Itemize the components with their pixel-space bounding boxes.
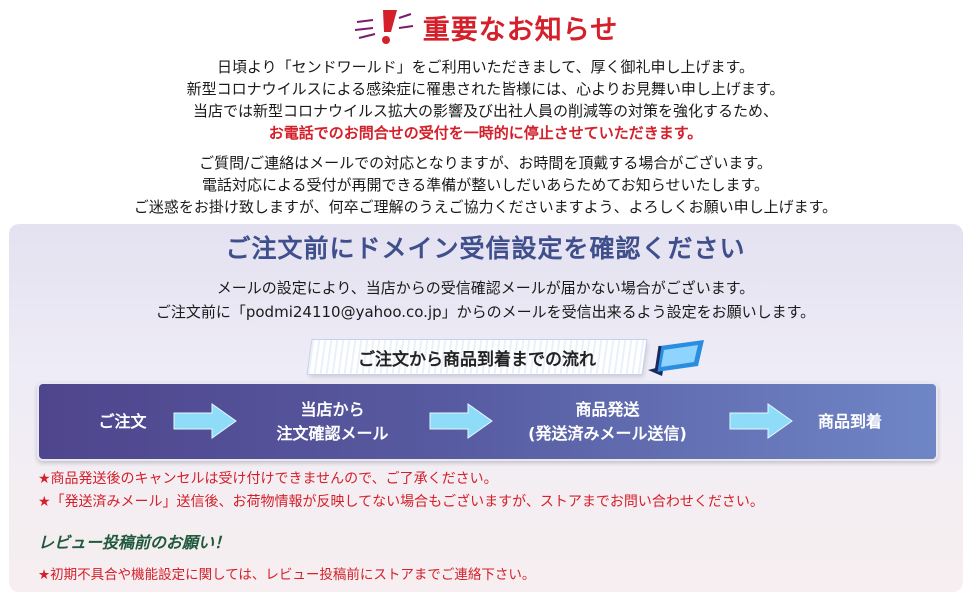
notice-line: 新型コロナウイルスによる感染症に罹患された皆様には、心よりお見舞い申し上げます。 (186, 80, 785, 98)
notice-paragraph-2: ご質問/ご連絡はメールでの対応となりますが、お時間を頂戴する場合がございます。 … (0, 152, 971, 218)
exclamation-icon (354, 10, 413, 44)
flow-step-label: 商品発送 (575, 399, 640, 419)
notice-line: ご迷惑をお掛け致しますが、何卒ご理解のうえご協力くださいますよう、よろしくお願い… (133, 198, 838, 216)
review-heading: レビュー投稿前のお願い！ (38, 533, 231, 552)
notice-line: 当店では新型コロナウイルス拡大の影響及び出社人員の削減等の対策を強化するため、 (192, 102, 778, 120)
page-title: 重要なお知らせ (422, 14, 619, 46)
domain-panel-line: メールの設定により、当店からの受信確認メールが届かない場合がございます。 (216, 279, 755, 297)
right-arrow-icon (429, 403, 493, 439)
notice-line: ご質問/ご連絡はメールでの対応となりますが、お時間を頂戴する場合がございます。 (199, 154, 772, 172)
notice-header: 重要なお知らせ (0, 6, 971, 48)
flow-step-sublabel: (発送済みメール送信) (528, 423, 687, 443)
note-line: ★商品発送後のキャンセルは受け付けできませんので、ご了承ください。 (38, 471, 498, 487)
flow-label: ご注文から商品到着までの流れ (358, 349, 596, 370)
domain-panel-text: メールの設定により、当店からの受信確認メールが届かない場合がございます。 ご注文… (0, 276, 971, 324)
flow-step-shipping: 商品発送 (発送済みメール送信) (495, 382, 720, 461)
flow-step-label: ご注文 (98, 411, 147, 431)
domain-panel-title: ご注文前にドメイン受信設定を確認ください (225, 234, 746, 263)
right-arrow-icon (729, 403, 793, 439)
notice-line: 日頃より「センドワールド」をご利用いただきまして、厚く御礼申し上げます。 (216, 58, 754, 76)
flow-step-label: 当店から (300, 399, 365, 419)
notice-highlight-line: お電話でのお問合せの受付を一時的に停止させていただきます。 (268, 124, 703, 142)
flow-step-label: 商品到着 (817, 411, 882, 431)
notice-line: 電話対応による受付が再開できる準備が整いしだいあらためてお知らせいたします。 (201, 176, 769, 194)
flow-step-arrival: 商品到着 (790, 382, 910, 461)
shipping-notes: ★商品発送後のキャンセルは受け付けできませんので、ご了承ください。 ★「発送済み… (38, 468, 764, 514)
flow-step-confirmation: 当店から 注文確認メール (240, 382, 425, 461)
flow-step-sublabel: 注文確認メール (276, 423, 389, 443)
right-arrow-icon (173, 403, 237, 439)
note-line: ★「発送済みメール」送信後、お荷物情報が反映してない場合もございますが、ストアま… (38, 494, 764, 510)
domain-panel-line: ご注文前に「podmi24110@yahoo.co.jp」からのメールを受信出来… (155, 303, 816, 321)
flag-icon (648, 340, 704, 376)
notice-paragraph-1: 日頃より「センドワールド」をご利用いただきまして、厚く御礼申し上げます。 新型コ… (0, 56, 971, 144)
review-note: ★初期不具合や機能設定に関しては、レビュー投稿前にストアまでご連絡下さい。 (38, 567, 536, 583)
flow-step-order: ご注文 (50, 382, 195, 461)
